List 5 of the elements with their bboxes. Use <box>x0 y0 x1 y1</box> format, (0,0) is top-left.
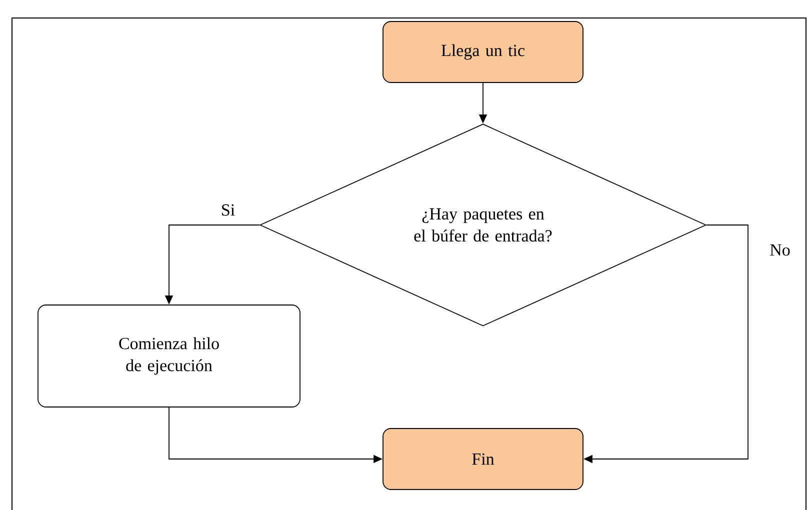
terminal-box: Llega un tic <box>382 21 584 83</box>
process-box: Comienza hilo de ejecución <box>38 304 300 408</box>
edge-label: No <box>768 243 792 257</box>
edge-label: Si <box>220 203 236 217</box>
terminal-box: Fin <box>382 428 584 490</box>
